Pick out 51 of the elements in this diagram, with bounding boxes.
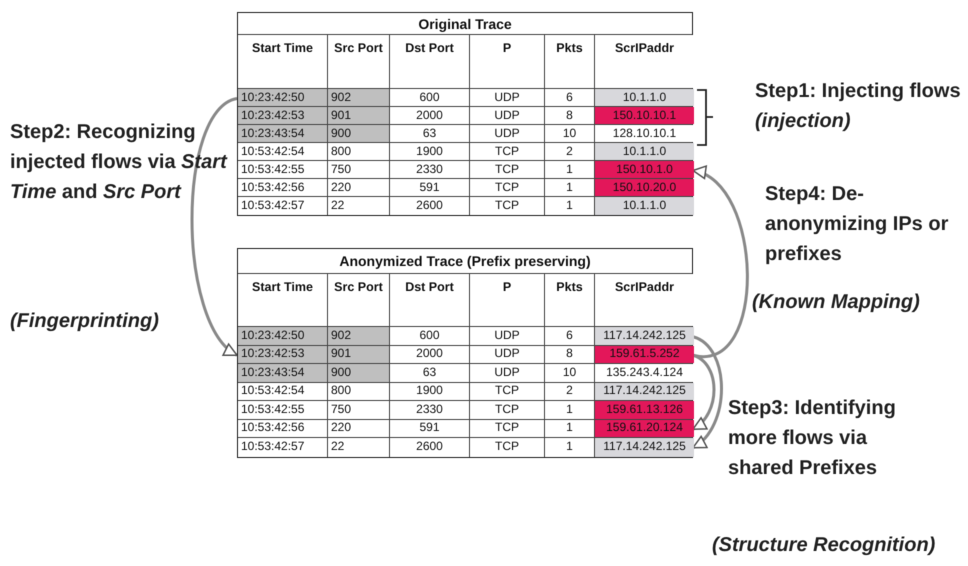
table-cell: 117.14.242.125 (595, 327, 694, 344)
header-row (238, 35, 692, 89)
table-row (238, 327, 692, 346)
table-row (238, 346, 692, 364)
table-cell: 150.10.1.0 (595, 161, 694, 178)
table-cell: 150.10.20.0 (595, 179, 694, 196)
table-row (238, 107, 692, 125)
table-row (238, 89, 692, 107)
table-cell: 900 (328, 364, 390, 382)
data-table (237, 12, 693, 216)
table-cell: 902 (328, 327, 390, 344)
table-cell: 902 (328, 89, 390, 106)
data-table (237, 248, 693, 458)
table-row (238, 125, 692, 143)
table-cell: 901 (328, 346, 390, 363)
table-cell: 10:23:42:53 (238, 346, 328, 363)
table-cell: 159.61.20.124 (595, 420, 694, 437)
table-cell: 159.61.5.252 (595, 346, 694, 363)
table-row (238, 143, 692, 161)
step-annotation: Step4: De-anonymizing IPs or prefixes (765, 182, 950, 267)
step-annotation: (Fingerprinting) (10, 309, 160, 334)
table-row (238, 401, 692, 420)
table-cell: 10:23:42:50 (238, 89, 328, 106)
step-annotation: Step3: Identifying more flows via shared Prefixes (728, 396, 897, 481)
header-row (238, 274, 692, 327)
step-annotation: (Known Mapping) (752, 290, 921, 315)
table-row (238, 364, 692, 382)
curved-arrow (692, 354, 716, 430)
table-cell: 10.1.1.0 (595, 197, 694, 215)
step-annotation: (Structure Recognition) (712, 533, 936, 558)
table-cell: 10.1.1.0 (595, 89, 694, 106)
table-cell: 159.61.13.126 (595, 401, 694, 418)
table-row (238, 179, 692, 197)
table-row (238, 161, 692, 179)
table-cell: 10.1.1.0 (595, 143, 694, 160)
curved-arrow (692, 335, 723, 449)
table-cell: 150.10.10.1 (595, 107, 694, 124)
step-annotation: Step1: Injecting flows (injection) (755, 79, 962, 134)
table-row (238, 382, 692, 401)
table-cell: 900 (328, 125, 390, 142)
table-cell: 10:23:42:53 (238, 107, 328, 124)
table-row (238, 420, 692, 438)
table-cell: 117.14.242.125 (595, 382, 694, 400)
step-annotation: Step2: Recognizing injected flows via Start Time and Src Port (10, 120, 228, 205)
table-cell: 117.14.242.125 (595, 438, 694, 456)
curved-arrow (190, 97, 238, 356)
table-cell: 901 (328, 107, 390, 124)
table-cell: 10:23:42:50 (238, 327, 328, 344)
table-cell: 10:23:43:54 (238, 364, 328, 382)
curved-arrow (692, 168, 749, 358)
table-cell: 10:23:43:54 (238, 125, 328, 142)
